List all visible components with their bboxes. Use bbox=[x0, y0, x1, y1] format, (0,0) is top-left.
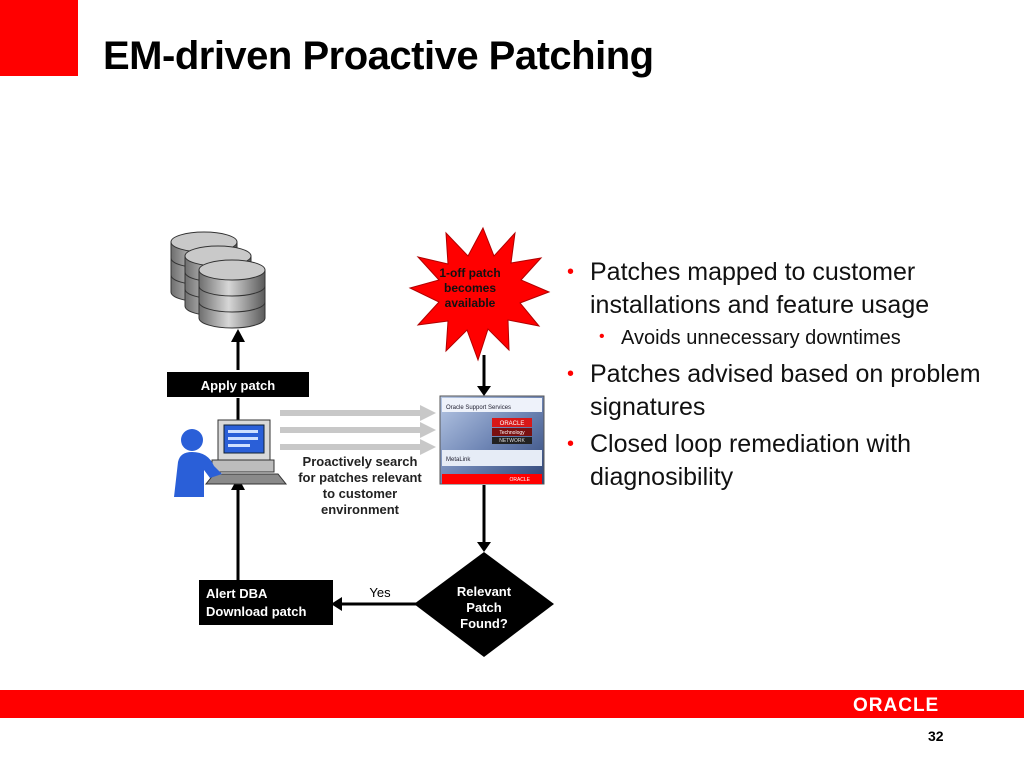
screenshot-text-6: ORACLE bbox=[509, 477, 530, 483]
starburst-shape bbox=[408, 226, 551, 362]
bullet-item: •Patches mapped to customer installation… bbox=[567, 258, 930, 319]
search-text-line-2: for patches relevant bbox=[298, 470, 422, 485]
bullet-list: •Patches mapped to customer installation… bbox=[565, 256, 1005, 498]
sub-bullet-item: •Avoids unnecessary downtimes bbox=[599, 327, 901, 349]
decision-line-3: Found? bbox=[460, 616, 508, 631]
decision-diamond bbox=[414, 552, 554, 657]
starburst-line-3: available bbox=[445, 296, 496, 310]
bullet-item: •Closed loop remediation with diagnosibi… bbox=[567, 430, 912, 491]
bullet-text: Patches advised based on problem signatu… bbox=[590, 360, 981, 421]
search-text-line-4: environment bbox=[321, 502, 400, 517]
page-number: 32 bbox=[928, 728, 944, 744]
bullet-text: Patches mapped to customer installations… bbox=[590, 258, 930, 319]
support-site-screenshot: Oracle Support Services ORACLE Technolog… bbox=[439, 395, 545, 485]
screenshot-text-1: Oracle Support Services bbox=[446, 405, 511, 411]
starburst-line-2: becomes bbox=[444, 281, 496, 295]
screenshot-text-3: Technology bbox=[499, 430, 525, 436]
apply-patch-label: Apply patch bbox=[201, 378, 275, 393]
decision-line-2: Patch bbox=[466, 600, 501, 615]
oracle-logo: ORACLE bbox=[853, 695, 940, 716]
bullet-text: Closed loop remediation with diagnosibil… bbox=[590, 430, 912, 491]
alert-dba-line-2: Download patch bbox=[206, 604, 306, 619]
screenshot-text-5: MetaLink bbox=[446, 457, 471, 463]
starburst-line-1: 1-off patch bbox=[439, 266, 500, 280]
apply-patch-label-bg bbox=[167, 372, 309, 397]
screenshot-text-2: ORACLE bbox=[500, 421, 525, 427]
footer-bar bbox=[0, 690, 1024, 718]
search-arrows bbox=[280, 405, 436, 455]
sub-bullet-text: Avoids unnecessary downtimes bbox=[621, 327, 901, 349]
decision-line-1: Relevant bbox=[457, 584, 512, 599]
alert-dba-box bbox=[199, 580, 333, 625]
database-stack-icon bbox=[170, 231, 266, 329]
search-text-line-3: to customer bbox=[323, 486, 397, 501]
arrowheads bbox=[231, 329, 491, 611]
yes-label: Yes bbox=[369, 585, 391, 600]
bullet-item: •Patches advised based on problem signat… bbox=[567, 360, 981, 421]
alert-dba-line-1: Alert DBA bbox=[206, 586, 268, 601]
search-text-line-1: Proactively search bbox=[303, 454, 418, 469]
corner-accent bbox=[0, 0, 78, 76]
screenshot-text-4: NETWORK bbox=[499, 438, 525, 444]
slide-title: EM-driven Proactive Patching bbox=[103, 34, 654, 78]
dba-computer-icon bbox=[174, 419, 288, 497]
